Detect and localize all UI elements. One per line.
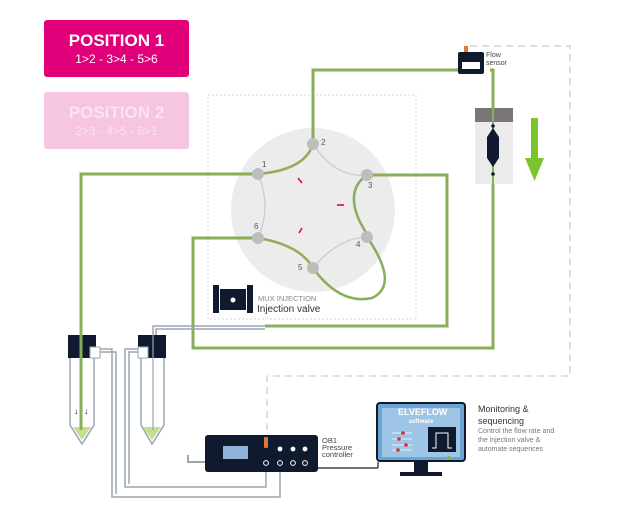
- flow-sensor-label-1: Flow: [486, 52, 501, 59]
- software-heading-2: sequencing: [478, 416, 525, 426]
- svg-text:↓: ↓: [84, 406, 89, 416]
- buffer-reservoir-2[interactable]: [137, 335, 166, 446]
- valve-subtitle: MUX INJECTION: [258, 294, 317, 303]
- port-label-6: 6: [254, 222, 259, 231]
- flow-sensor-icon[interactable]: [458, 46, 484, 74]
- software-heading-1: Monitoring &: [478, 404, 529, 414]
- pressure-channel-3[interactable]: [290, 460, 296, 466]
- flow-direction-arrow-icon: [525, 118, 544, 181]
- rotation-arrow-icon: [297, 177, 303, 184]
- position-2-box[interactable]: POSITION 2 2>3 - 4>5 - 6>1: [44, 92, 189, 149]
- port-label-3: 3: [368, 181, 373, 190]
- flow-sensor-label-2: sensor: [486, 60, 508, 67]
- position-2-title: POSITION 2: [68, 103, 165, 122]
- filter-column-icon: [475, 108, 513, 184]
- software-brand: ELVEFLOW: [398, 407, 448, 417]
- valve-port-6[interactable]: [252, 232, 264, 244]
- svg-text:↓: ↓: [74, 406, 79, 416]
- rotation-arrows: [297, 177, 344, 234]
- valve-title: Injection valve: [257, 304, 321, 315]
- pressure-channel-2[interactable]: [277, 460, 283, 466]
- port-label-1: 1: [262, 160, 267, 169]
- position-1-routes: 1>2 - 3>4 - 5>6: [75, 52, 158, 66]
- valve-port-4[interactable]: [361, 231, 373, 243]
- port-label-5: 5: [298, 263, 303, 272]
- position-1-title: POSITION 1: [68, 31, 165, 50]
- sensor-signal-dashed-line: [266, 45, 571, 440]
- port-label-4: 4: [356, 240, 361, 249]
- valve-port-5[interactable]: [307, 262, 319, 274]
- software-product: software: [408, 419, 434, 425]
- position-1-box[interactable]: POSITION 1 1>2 - 3>4 - 5>6: [44, 20, 189, 77]
- sample-reservoir-1[interactable]: ↓ ↓: [68, 335, 101, 446]
- valve-port-3[interactable]: [361, 169, 373, 181]
- ob1-label-2: Pressure: [322, 443, 353, 452]
- ob1-label-1: OB1: [322, 436, 338, 445]
- computer-monitor-icon[interactable]: [376, 402, 466, 476]
- valve-ports: [252, 138, 373, 274]
- software-desc-2: the injection valve &: [478, 437, 541, 444]
- position-2-routes: 2>3 - 4>5 - 6>1: [75, 124, 158, 138]
- pressure-channel-4[interactable]: [302, 460, 308, 466]
- ob1-label-3: controller: [322, 450, 353, 459]
- pressure-channel-1[interactable]: [263, 460, 269, 466]
- injection-valve-icon: [213, 285, 253, 313]
- ob1-pressure-controller[interactable]: [187, 435, 379, 472]
- valve-port-2[interactable]: [307, 138, 319, 150]
- software-desc-1: Control the flow rate and: [478, 428, 555, 435]
- software-desc-3: automate sequences: [478, 446, 543, 453]
- valve-port-1[interactable]: [252, 168, 264, 180]
- valve-rotor: [231, 128, 395, 292]
- port-label-2: 2: [321, 138, 326, 147]
- rotation-arrow-icon: [298, 227, 303, 234]
